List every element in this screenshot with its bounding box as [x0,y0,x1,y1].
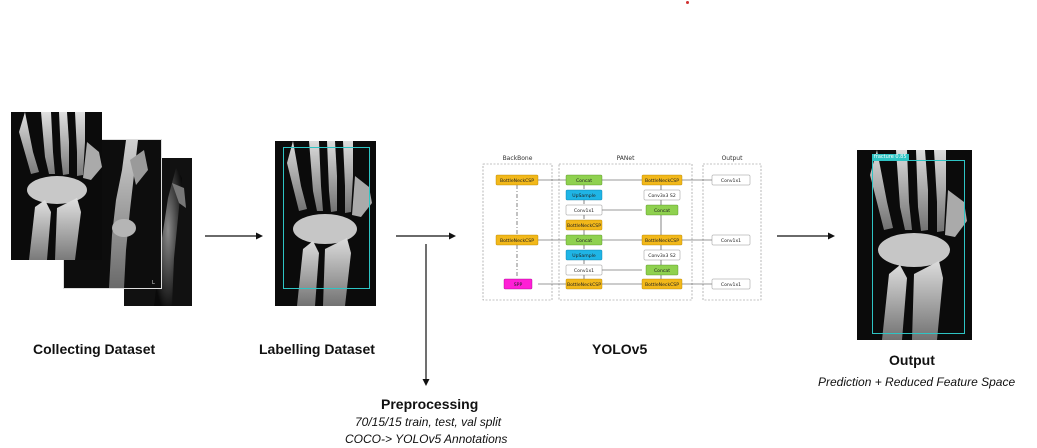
panet-group [558,163,693,301]
panet-right-block-7 [641,278,683,290]
panet-right-block-2 [643,189,681,201]
backbone-block-2-label: BottleNeckCSP [500,238,534,244]
labelled-xray-image [275,141,376,306]
output-block-2 [711,234,751,246]
collecting-dataset-label: Collecting Dataset [33,341,156,357]
labelling-dataset-label: Labelling Dataset [259,341,375,357]
panet-right-block-5-label: Conv3x3 S2 [648,253,676,259]
panet-left-block-2 [565,189,603,201]
output-block-3-label: Conv1x1 [721,282,741,288]
preprocessing-annotation-text: COCO-> YOLOv5 Annotations [345,432,508,446]
preprocessing-split-text: 70/15/15 train, test, val split [355,415,502,429]
panet-left-block-3-label: Conv1x1 [574,208,594,214]
output-label: Output [889,352,935,368]
panet-left-block-2-label: UpSample [572,193,596,199]
panet-left-block-8 [565,278,603,290]
detection-label: fracture 0.85 [872,154,909,161]
yolov5-network-diagram: BackBone PANet Output BottleNeckCSP Bott… [482,155,762,301]
arrow-to-preprocessing [422,244,430,386]
backbone-group [482,163,553,301]
panet-title: PANet [617,155,636,162]
output-xray-image: fracture 0.85 [857,150,972,340]
output-block-3 [711,278,751,290]
panet-left-block-5 [565,234,603,246]
xray-image-1 [11,112,102,260]
output-block-2-label: Conv1x1 [721,238,741,244]
output-title: Output [722,155,743,162]
panet-right-block-4-label: BottleNeckCSP [645,238,679,244]
panet-left-block-8-label: BottleNeckCSP [567,282,601,288]
output-group [702,163,762,301]
bounding-box [283,147,370,289]
panet-right-block-3-label: Concat [654,208,670,214]
backbone-block-2 [495,234,539,246]
red-dot [686,1,689,4]
panet-left-block-1 [565,174,603,186]
arrow-collect-to-label [205,232,263,240]
panet-right-block-1-label: BottleNeckCSP [645,178,679,184]
output-block-1-label: Conv1x1 [721,178,741,184]
backbone-block-3 [503,278,533,290]
preprocessing-label: Preprocessing [381,396,479,412]
output-block-1 [711,174,751,186]
backbone-block-1 [495,174,539,186]
panet-left-block-4 [565,219,603,231]
panet-right-block-6-label: Concat [654,268,670,274]
panet-right-block-4 [641,234,683,246]
backbone-block-1-label: BottleNeckCSP [500,178,534,184]
yolov5-label: YOLOv5 [592,341,648,357]
panet-left-block-7 [565,264,603,276]
arrow-label-to-yolo [396,232,456,240]
detection-bounding-box [872,160,965,334]
svg-text:L: L [152,280,155,286]
panet-right-block-5 [643,249,681,261]
panet-left-block-5-label: Concat [576,238,592,244]
panet-left-block-1-label: Concat [576,178,592,184]
panet-left-block-6-label: UpSample [572,253,596,259]
panet-right-block-6 [645,264,679,276]
panet-right-block-7-label: BottleNeckCSP [645,282,679,288]
panet-right-block-2-label: Conv3x3 S2 [648,193,676,199]
backbone-block-3-label: SPP [514,282,523,288]
panet-left-block-3 [565,204,603,216]
backbone-title: BackBone [503,155,533,162]
panet-right-block-1 [641,174,683,186]
arrow-yolo-to-output [777,232,835,240]
panet-left-block-4-label: BottleNeckCSP [567,223,601,229]
panet-right-block-3 [645,204,679,216]
panet-left-block-7-label: Conv1x1 [574,268,594,274]
panet-left-block-6 [565,249,603,261]
output-sublabel: Prediction + Reduced Feature Space [818,375,1016,389]
